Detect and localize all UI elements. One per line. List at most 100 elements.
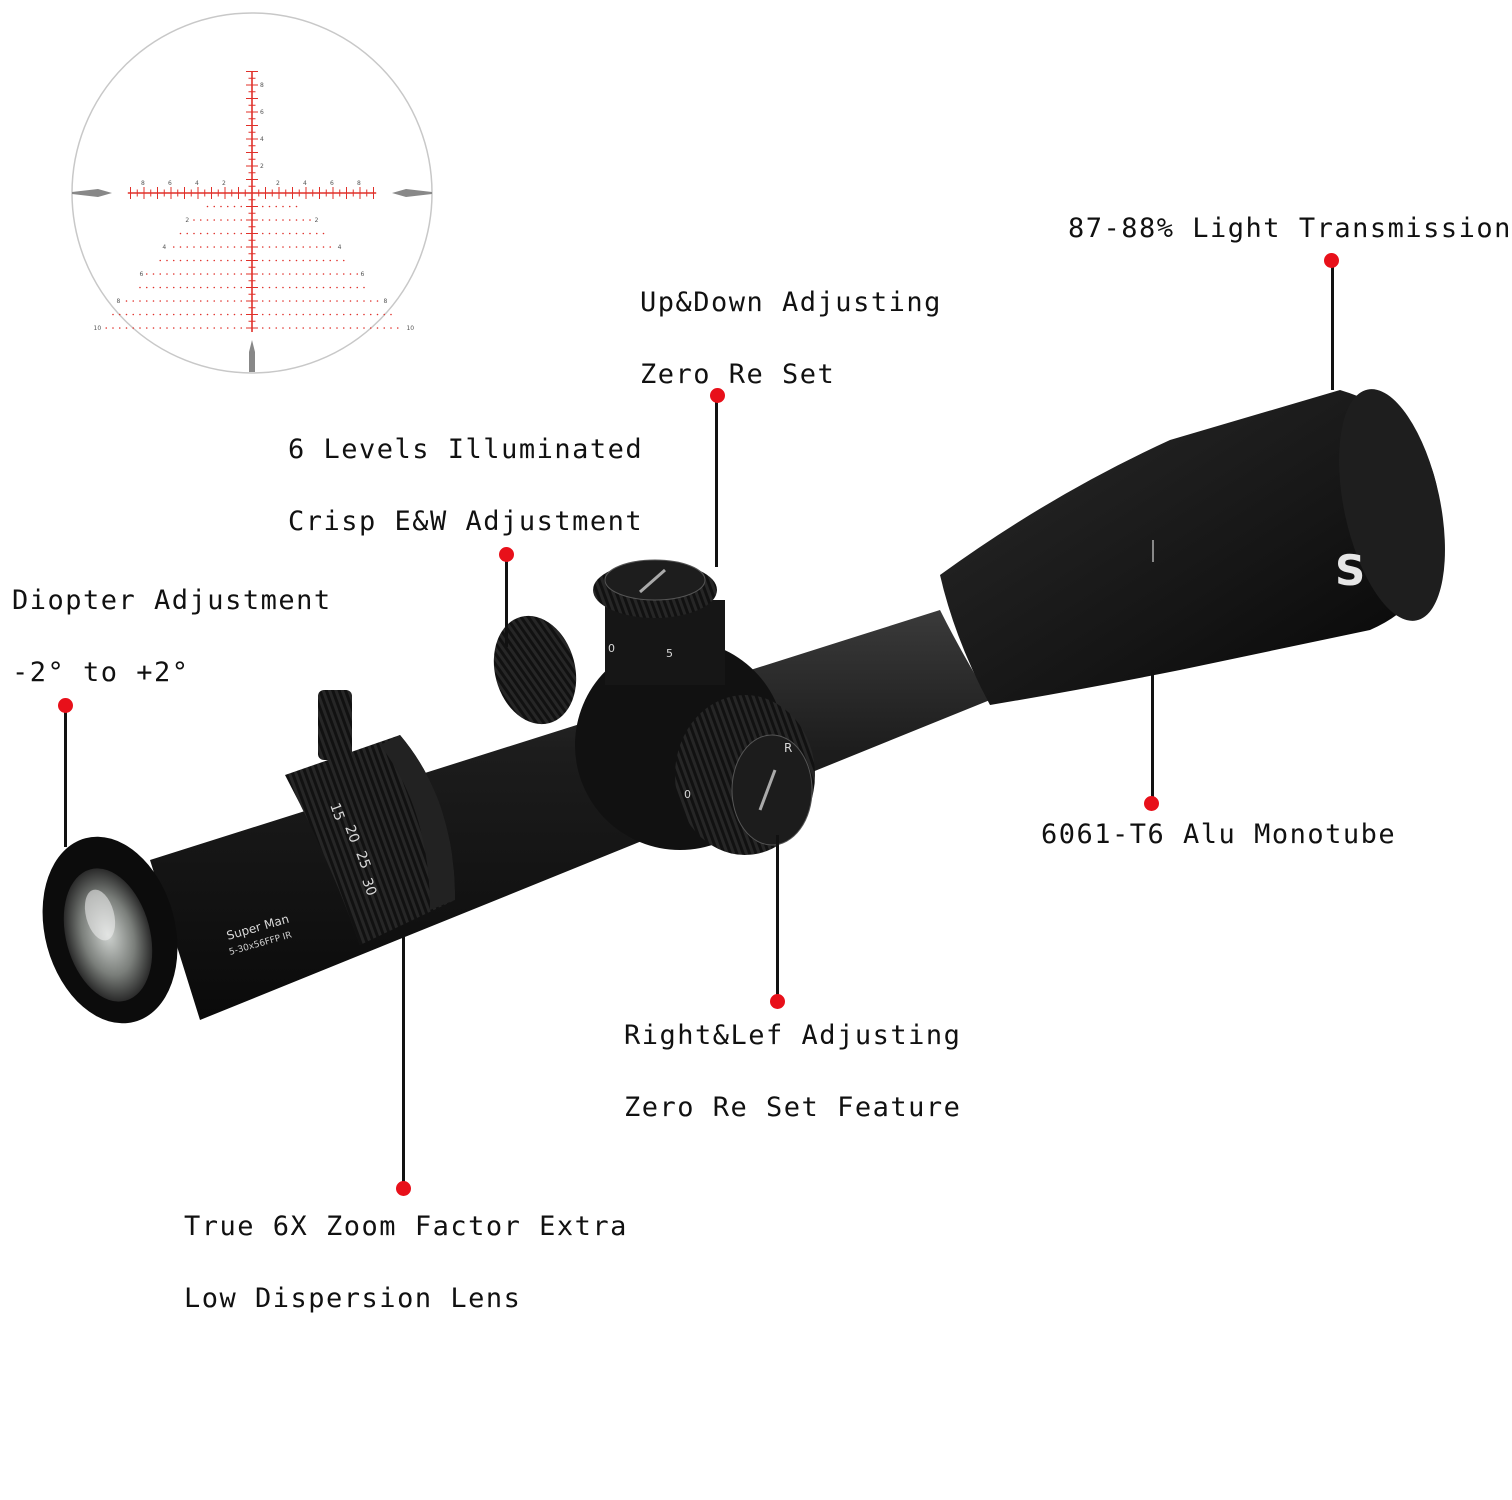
reticle-tree-dot — [186, 300, 189, 302]
reticle-tree-dot — [369, 313, 372, 316]
reticle-tree-dot — [213, 286, 216, 289]
reticle-tree-dot — [125, 327, 128, 329]
reticle-tree-dot — [322, 259, 325, 262]
reticle-tree-dot — [233, 313, 236, 316]
reticle-tree-dot — [342, 327, 345, 329]
reticle-tree-dot — [315, 313, 318, 316]
windage-slot — [758, 769, 777, 811]
reticle-tree-dot — [329, 327, 332, 329]
reticle-tree-dot — [336, 286, 338, 289]
reticle-tree-dot — [206, 313, 209, 316]
reticle-tree-dot — [275, 313, 278, 316]
reticle-tree-dot — [139, 313, 141, 316]
reticle-tree-dot — [363, 300, 365, 302]
reticle-tree-dot — [309, 313, 311, 316]
reticle-tree-dot — [336, 273, 338, 275]
reticle-tree-dot — [261, 327, 264, 329]
reticle-tree-dot — [363, 313, 365, 316]
reticle-tree-dot — [261, 232, 264, 235]
reticle-tree-dot — [186, 232, 189, 235]
reticle-tree-dot — [240, 205, 243, 208]
reticle-tree-dot — [240, 313, 243, 316]
reticle-tree-dot — [282, 246, 284, 248]
reticle-tree-dot — [240, 246, 243, 248]
reticle-tree-dot — [322, 246, 325, 248]
reticle-tree-dot — [145, 327, 148, 329]
reticle-tree-dot — [152, 286, 155, 289]
reticle-tree-dot — [213, 246, 216, 248]
reticle-tree-dot — [268, 232, 271, 235]
callout-dot-illumination — [499, 547, 514, 562]
reticle-h-number: 6 — [168, 180, 172, 187]
reticle-tree-dot — [315, 273, 318, 275]
reticle-tree-dot — [179, 286, 182, 289]
callout-dot-elevation — [710, 388, 725, 403]
reticle-tree-dot — [105, 327, 108, 329]
reticle-tree-dot — [282, 273, 284, 275]
reticle-tree-dot — [329, 246, 332, 248]
reticle-tree-dot — [268, 219, 271, 221]
reticle-tree-dot — [240, 300, 243, 302]
reticle-tree-dot — [322, 273, 325, 275]
reticle-tree-dot — [309, 300, 311, 302]
reticle-tree-dot — [220, 300, 222, 302]
reticle-tree-dot — [376, 327, 379, 329]
callout-dot-monotube — [1144, 796, 1159, 811]
reticle-tree-dot — [199, 327, 202, 329]
reticle-tree-dot — [342, 300, 345, 302]
reticle-tree-dot — [302, 286, 305, 289]
reticle-tree-dot — [186, 259, 189, 262]
reticle-tree-dot — [206, 327, 209, 329]
reticle-tree-dot — [309, 232, 311, 235]
reticle-h-number: 4 — [303, 180, 307, 187]
reticle-tree-dot — [220, 232, 222, 235]
reticle-tree-dot — [179, 273, 182, 275]
reticle-tree-dot — [356, 273, 359, 275]
reticle-tree-dot — [159, 327, 162, 329]
reticle-tree-dot — [206, 232, 209, 235]
reticle-tree-dot — [295, 300, 298, 302]
reticle-tree-dot — [233, 300, 236, 302]
reticle-tree-dot — [295, 232, 298, 235]
reticle-tree-dot — [282, 286, 284, 289]
reticle-tree-dot — [295, 327, 298, 329]
reticle-tree-dot — [240, 219, 243, 221]
reticle-tree-dot — [383, 313, 386, 316]
windage-letter: R — [784, 741, 792, 755]
reticle-tree-dot — [342, 313, 345, 316]
reticle-tree-dot — [186, 273, 189, 275]
reticle-tree-dot — [166, 313, 168, 316]
reticle-tree-dot — [172, 327, 175, 329]
reticle-tree-dot — [349, 300, 352, 302]
reticle-tree-dot — [275, 286, 278, 289]
callout-windage-line1: Right&Lef Adjusting — [624, 1020, 962, 1051]
reticle-tree-dot — [309, 286, 311, 289]
reticle-tree-dot — [268, 246, 271, 248]
reticle-tree-dot — [268, 259, 271, 262]
lens-reflection — [84, 889, 116, 941]
reticle-tree-dot — [206, 219, 209, 221]
reticle-tree-dot — [112, 313, 114, 316]
callout-monotube: 6061-T6 Alu Monotube — [1041, 819, 1397, 850]
reticle-tree-number: 10 — [94, 325, 102, 332]
windage-cap — [731, 734, 813, 846]
reticle-tree-dot — [240, 232, 243, 235]
reticle-tree-number: 8 — [117, 298, 121, 305]
throw-lever[interactable] — [318, 690, 352, 760]
reticle-tree-dot — [288, 273, 291, 275]
callout-dot-diopter — [58, 698, 73, 713]
reticle-tree-dot — [206, 273, 209, 275]
power-ring-edge — [380, 735, 455, 910]
reticle-tree-dot — [302, 232, 305, 235]
reticle-tree-dot — [193, 327, 195, 329]
reticle-tree-dot — [268, 327, 271, 329]
reticle-tree-dot — [322, 327, 325, 329]
reticle-tree-dot — [322, 300, 325, 302]
illumination-knob[interactable] — [482, 607, 588, 734]
reticle-tree-dot — [199, 273, 202, 275]
reticle-tree-dot — [282, 327, 284, 329]
reticle-tree-dot — [112, 327, 114, 329]
reticle-tree-dot — [213, 259, 216, 262]
reticle-tree-dot — [186, 286, 189, 289]
